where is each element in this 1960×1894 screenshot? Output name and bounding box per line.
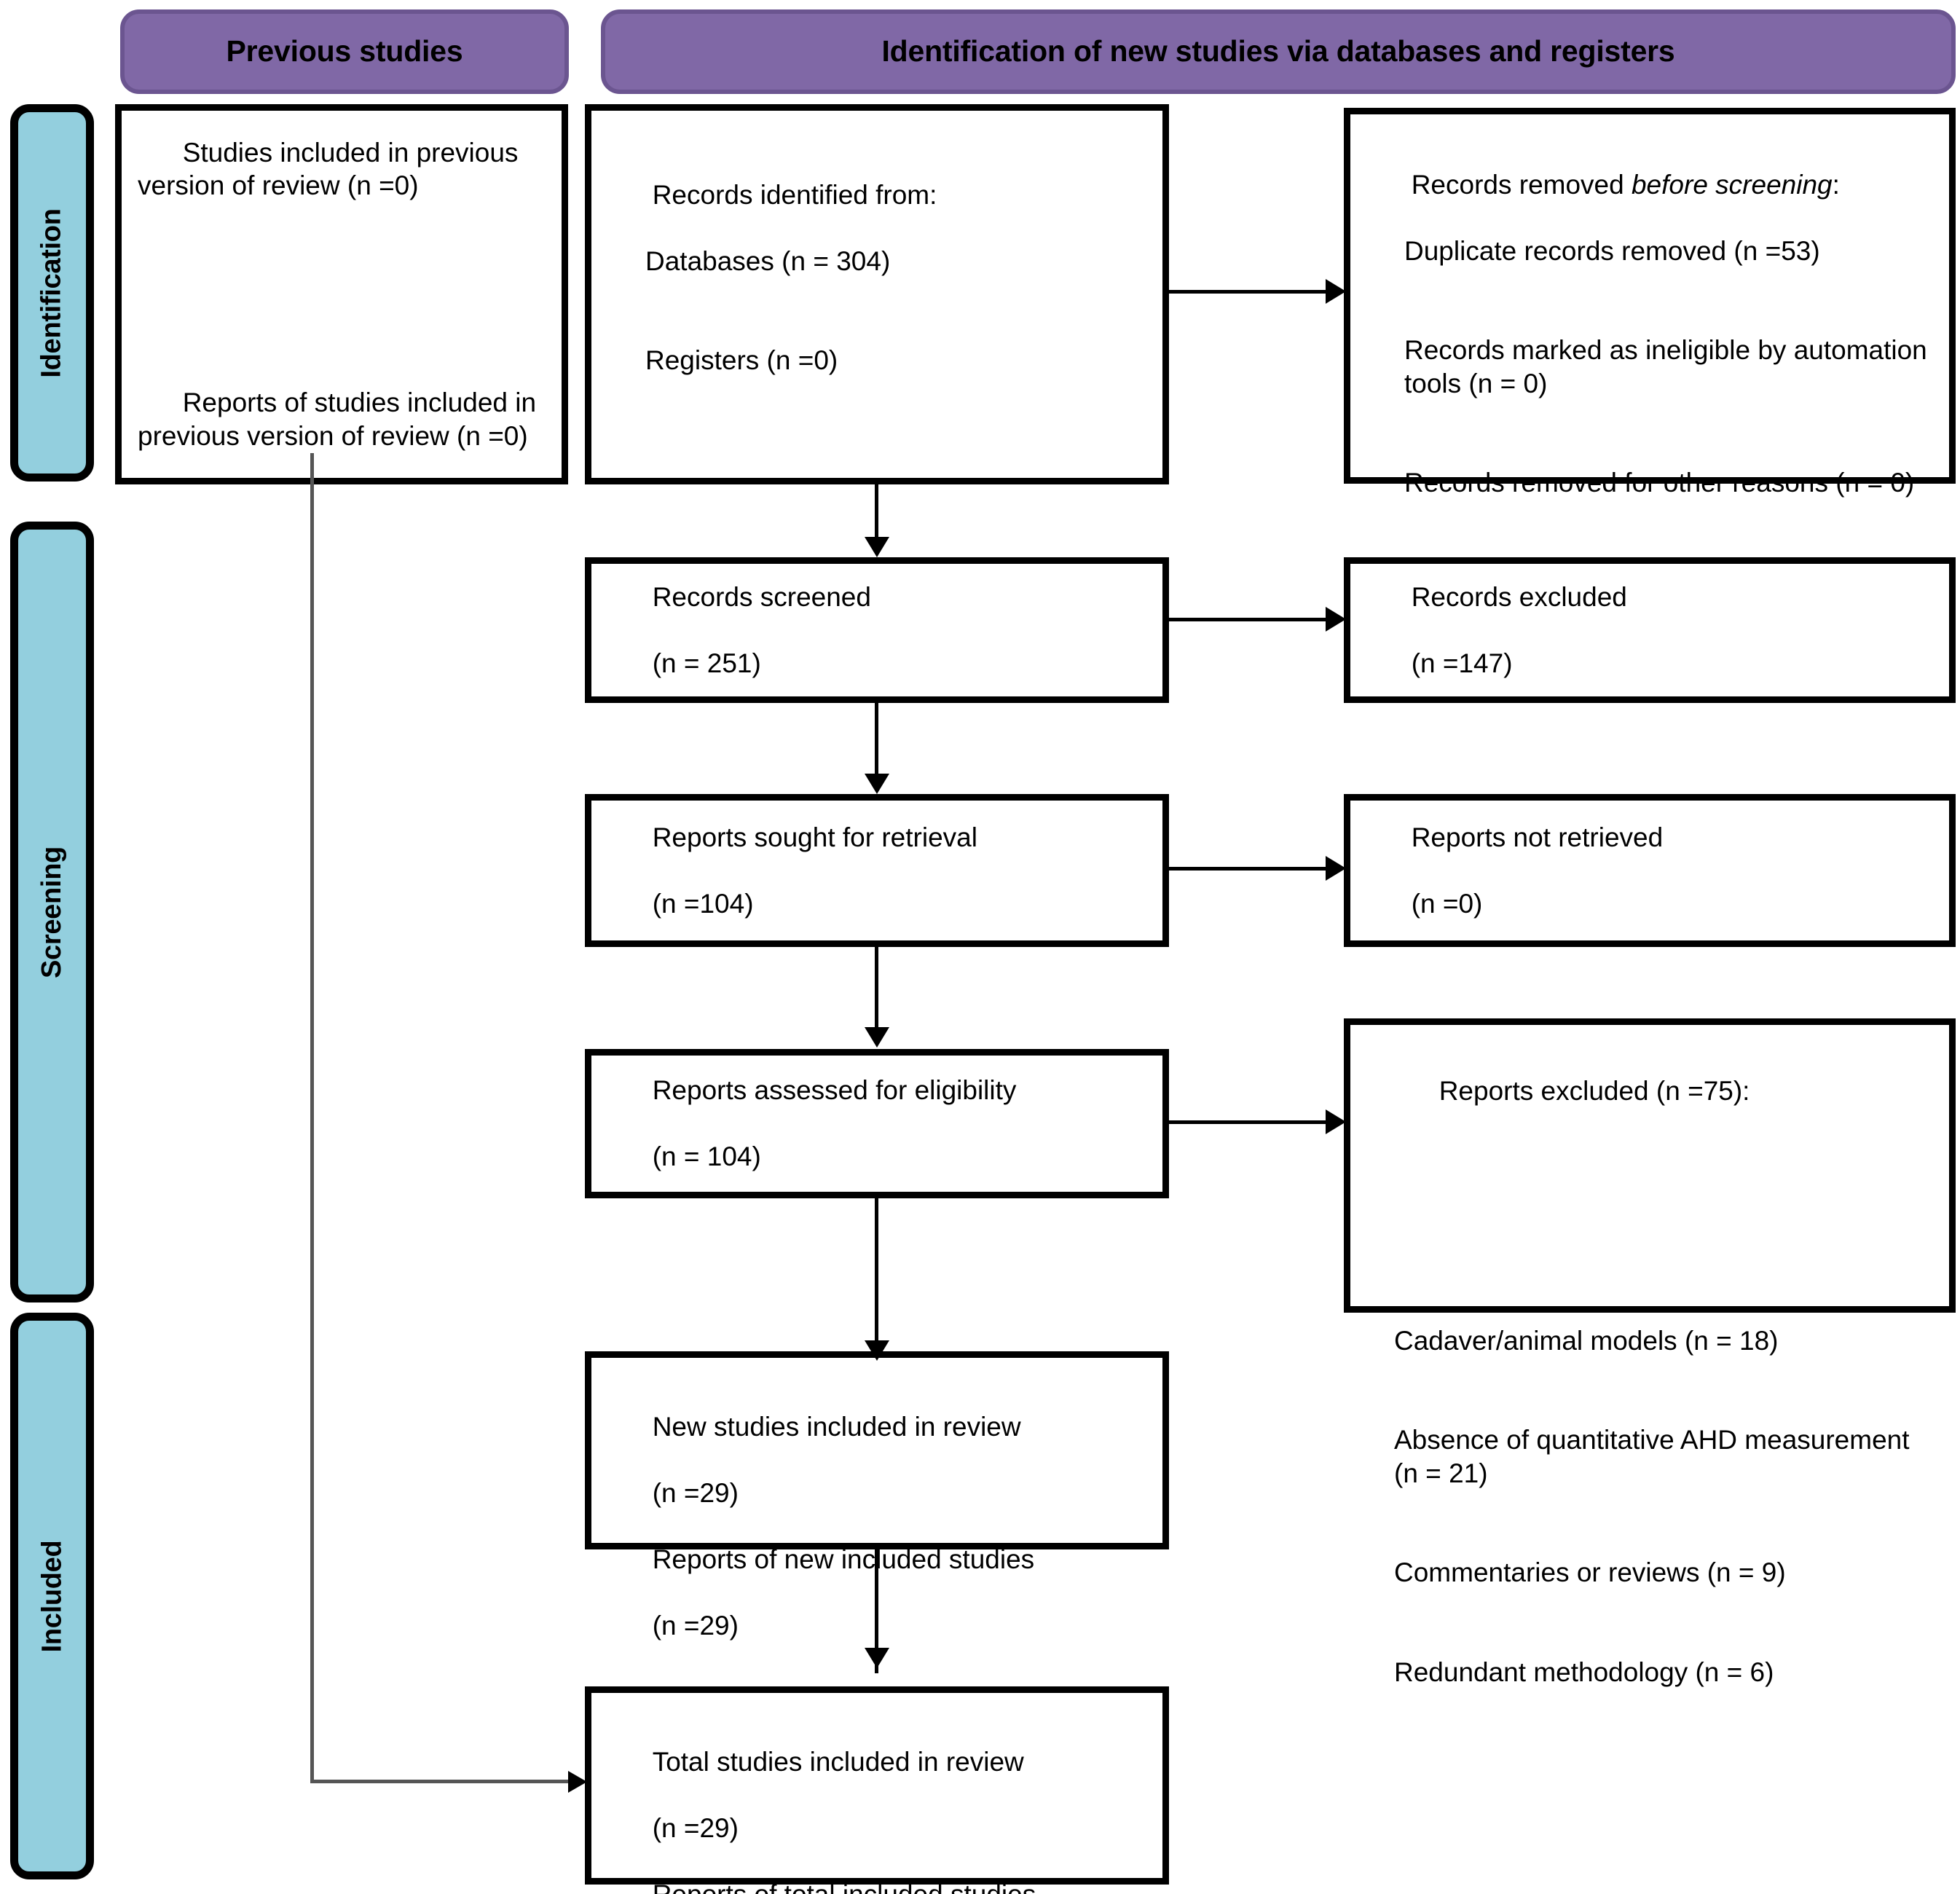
box-total-studies-included: Total studies included in review (n =29)… <box>585 1686 1169 1894</box>
connector-assessed-to-reports-excluded <box>1169 1120 1331 1124</box>
connector-identified-to-removed <box>1169 290 1331 294</box>
connector-assessed-to-new-included <box>875 1198 878 1344</box>
arrow-screened-to-excluded <box>1326 607 1346 632</box>
reports-excluded-reason-1: Absence of quantitative AHD measurement … <box>1394 1425 1917 1488</box>
total-included-count1: (n =29) <box>652 1812 739 1843</box>
connector-identified-to-screened <box>875 484 878 538</box>
reports-excluded-reason-0: Cadaver/animal models (n = 18) <box>1394 1325 1779 1356</box>
reports-assessed-label: Reports assessed for eligibility <box>652 1075 1017 1106</box>
box-new-studies-included: New studies included in review (n =29) R… <box>585 1351 1169 1640</box>
previous-included-line1: Studies included in previous version of … <box>138 137 526 201</box>
connector-new-to-total-included <box>875 1549 878 1673</box>
records-removed-duplicates: Duplicate records removed (n =53) <box>1404 235 1820 266</box>
spacer <box>138 328 546 353</box>
box-records-excluded: Records excluded (n =147) <box>1344 557 1956 703</box>
spacer <box>1394 1233 1933 1258</box>
arrow-assessed-to-reports-excluded <box>1326 1109 1346 1134</box>
new-included-line2: Reports of new included studies <box>652 1544 1035 1574</box>
box-reports-not-retrieved: Reports not retrieved (n =0) <box>1344 794 1956 947</box>
arrow-sought-to-not-retrieved <box>1326 856 1346 881</box>
box-previous-studies-included: Studies included in previous version of … <box>115 104 568 484</box>
stage-tab-included-label: Included <box>36 1540 67 1652</box>
stage-tab-identification-label: Identification <box>36 208 67 378</box>
records-removed-other: Records removed for other reasons (n = 0… <box>1404 468 1915 498</box>
reports-sought-count: (n =104) <box>652 888 754 919</box>
records-excluded-count: (n =147) <box>1411 648 1513 678</box>
arrow-screened-to-sought <box>865 774 889 794</box>
box-records-removed: Records removed before screening: Duplic… <box>1344 108 1956 498</box>
records-screened-count: (n = 251) <box>652 648 761 678</box>
box-reports-excluded: Reports excluded (n =75): Cadaver/animal… <box>1344 1018 1956 1687</box>
arrow-identified-to-removed <box>1326 279 1346 304</box>
new-included-count1: (n =29) <box>652 1477 739 1508</box>
reports-excluded-title: Reports excluded (n =75): <box>1438 1075 1750 1106</box>
connector-sought-to-assessed <box>875 947 878 1029</box>
arrow-new-to-total-included <box>865 1648 889 1668</box>
box-records-screened: Records screened (n = 251) <box>585 557 1169 703</box>
spacer <box>138 235 546 261</box>
reports-not-retrieved-label: Reports not retrieved <box>1411 822 1664 852</box>
new-included-count2: (n =29) <box>652 1610 739 1640</box>
connector-screened-to-sought <box>875 703 878 776</box>
records-identified-registers: Registers (n =0) <box>645 345 838 376</box>
arrow-identified-to-screened <box>865 537 889 557</box>
box-reports-sought: Reports sought for retrieval (n =104) <box>585 794 1169 947</box>
header-previous-studies-label: Previous studies <box>226 34 463 68</box>
header-new-studies: Identification of new studies via databa… <box>601 9 1956 94</box>
reports-sought-label: Reports sought for retrieval <box>652 822 977 852</box>
connector-previous-to-total-vertical <box>310 453 314 1782</box>
records-removed-title-a: Records removed <box>1411 169 1632 200</box>
records-identified-databases: Databases (n = 304) <box>645 245 891 276</box>
stage-tab-included: Included <box>10 1313 94 1879</box>
connector-previous-to-total-arrowhead <box>568 1771 587 1793</box>
records-removed-title-c: : <box>1832 169 1840 200</box>
box-reports-assessed: Reports assessed for eligibility (n = 10… <box>585 1049 1169 1198</box>
new-included-line1: New studies included in review <box>652 1411 1021 1442</box>
header-new-studies-label: Identification of new studies via databa… <box>881 34 1675 68</box>
arrow-assessed-to-new-included <box>865 1340 889 1361</box>
total-included-line2: Reports of total included studies <box>652 1879 1036 1894</box>
reports-assessed-count: (n = 104) <box>652 1141 761 1172</box>
arrow-sought-to-assessed <box>865 1027 889 1048</box>
connector-previous-to-total-horizontal <box>310 1780 580 1783</box>
spacer <box>1394 1141 1933 1166</box>
records-screened-label: Records screened <box>652 581 871 612</box>
records-removed-title-b: before screening <box>1631 169 1833 200</box>
total-included-line1: Total studies included in review <box>652 1746 1024 1777</box>
reports-not-retrieved-count: (n =0) <box>1411 888 1483 919</box>
connector-screened-to-excluded <box>1169 618 1331 621</box>
header-previous-studies: Previous studies <box>120 9 569 94</box>
reports-excluded-reason-2: Commentaries or reviews (n = 9) <box>1394 1557 1786 1588</box>
box-records-identified: Records identified from: Databases (n = … <box>585 104 1169 484</box>
previous-included-line2: Reports of studies included in previous … <box>138 388 544 451</box>
reports-excluded-reason-3: Redundant methodology (n = 6) <box>1394 1657 1774 1687</box>
records-identified-title: Records identified from: <box>652 179 937 210</box>
connector-sought-to-not-retrieved <box>1169 867 1331 871</box>
stage-tab-screening-label: Screening <box>36 846 67 978</box>
records-removed-automation: Records marked as ineligible by automati… <box>1404 335 1935 398</box>
records-excluded-label: Records excluded <box>1411 581 1627 612</box>
stage-tab-screening: Screening <box>10 522 94 1302</box>
stage-tab-identification: Identification <box>10 104 94 482</box>
